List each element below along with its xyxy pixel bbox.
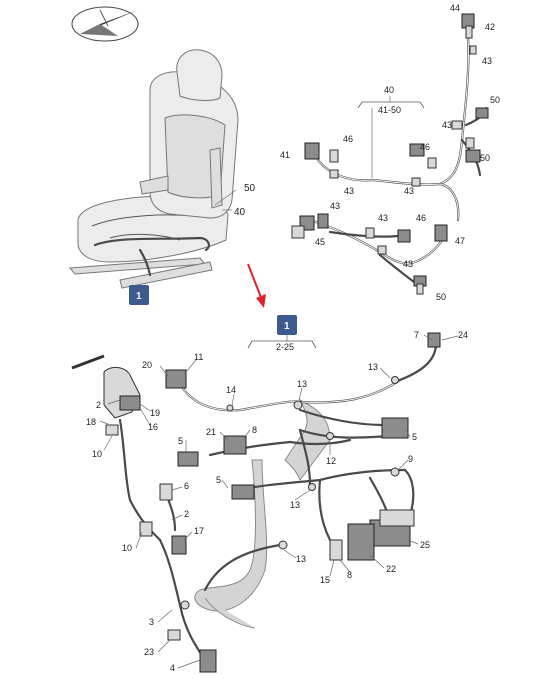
callout-45: 45 (315, 237, 325, 247)
callout-50-seat: 50 (244, 183, 256, 194)
callout-5-a: 5 (178, 436, 183, 446)
callout-40-upper: 40 (384, 85, 394, 95)
callout-16: 16 (148, 422, 158, 432)
compass-logo-icon (71, 6, 139, 42)
callout-2-b: 2 (184, 509, 189, 519)
callout-11: 11 (194, 352, 203, 362)
callout-13-b: 13 (297, 379, 307, 389)
callout-25: 25 (420, 540, 430, 550)
callout-50-c: 50 (436, 292, 446, 302)
callout-13-c: 13 (290, 500, 300, 510)
callout-43-c: 43 (344, 186, 354, 196)
part-number-badge-harness: 1 (277, 315, 297, 335)
callout-21: 21 (206, 427, 216, 437)
callout-46-c: 46 (416, 213, 426, 223)
part-number-badge-seat: 1 (129, 285, 149, 305)
callout-50-b: 50 (480, 153, 490, 163)
callout-3: 3 (149, 617, 154, 627)
red-arrow-icon (247, 263, 266, 308)
callout-12: 12 (326, 456, 336, 466)
callout-43-b: 43 (442, 120, 452, 130)
callout-43-g: 43 (403, 259, 413, 269)
callout-43-f: 43 (378, 213, 388, 223)
bracket-2-25 (247, 340, 317, 349)
callout-5-c: 5 (216, 475, 221, 485)
callout-6: 6 (184, 481, 189, 491)
callout-47: 47 (455, 236, 465, 246)
callout-43-d: 43 (404, 186, 414, 196)
callout-20: 20 (142, 360, 152, 370)
seat-illustration (68, 49, 239, 289)
callout-9: 9 (408, 454, 413, 464)
callout-42: 42 (485, 22, 495, 32)
callout-13-d: 13 (296, 554, 306, 564)
callout-14: 14 (226, 385, 236, 395)
svg-text:1: 1 (284, 321, 290, 332)
callout-46-a: 46 (343, 134, 353, 144)
callout-41: 41 (280, 150, 290, 160)
callout-18: 18 (86, 417, 96, 427)
callout-23: 23 (144, 647, 154, 657)
callout-19: 19 (150, 408, 160, 418)
callout-15: 15 (320, 575, 330, 585)
callout-4: 4 (170, 663, 175, 673)
callout-17: 17 (194, 526, 204, 536)
callout-7: 7 (414, 330, 419, 340)
callout-range: 2-25 (276, 342, 294, 352)
svg-text:1: 1 (136, 291, 142, 302)
leader-lines-lower (99, 334, 459, 669)
callout-2-a: 2 (96, 400, 101, 410)
callout-40-seat: 40 (234, 207, 246, 218)
callout-8-a: 8 (252, 425, 257, 435)
callout-50-a: 50 (490, 95, 500, 105)
callout-43-e: 43 (330, 201, 340, 211)
callout-5-b: 5 (412, 432, 417, 442)
callout-13-a: 13 (368, 362, 378, 372)
callout-43-a: 43 (482, 56, 492, 66)
callout-8-b: 8 (347, 570, 352, 580)
upper-harness (291, 13, 489, 295)
callout-41-50: 41-50 (378, 105, 401, 115)
callout-46-b: 46 (420, 142, 430, 152)
callout-24: 24 (458, 330, 468, 340)
callout-10-b: 10 (122, 543, 132, 553)
callout-44: 44 (450, 3, 460, 13)
callout-22: 22 (386, 564, 396, 574)
lower-harness (71, 332, 441, 673)
callout-10-a: 10 (92, 449, 102, 459)
